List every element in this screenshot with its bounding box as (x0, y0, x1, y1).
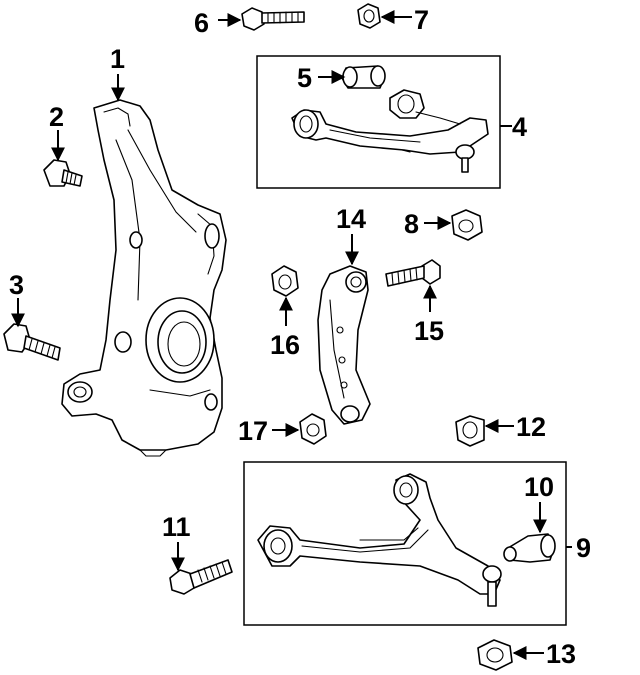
upper-arm-group-box (256, 55, 501, 189)
callout-4: 4 (512, 112, 527, 142)
lower-control-arm-part (257, 473, 502, 607)
bushing-5-part (341, 65, 386, 89)
callout-11: 11 (162, 512, 191, 542)
callout-17: 17 (238, 416, 268, 446)
callout-14: 14 (336, 204, 366, 234)
bushing-10-part (503, 533, 556, 563)
nut-12-part (455, 415, 485, 447)
callout-15: 15 (414, 316, 444, 346)
callout-5: 5 (297, 63, 312, 93)
bolt-6-part (241, 7, 305, 31)
link-arm-14-part (317, 265, 371, 425)
steering-knuckle-part (61, 99, 227, 457)
callout-12: 12 (516, 412, 546, 442)
bolt-11-part (169, 559, 233, 595)
callout-13: 13 (546, 639, 576, 669)
callout-labels: 1 2 3 4 5 6 7 8 9 10 11 12 13 14 15 16 1… (9, 5, 591, 669)
nut-7-part (357, 3, 381, 29)
callout-10: 10 (524, 472, 554, 502)
bolt-3-part (3, 323, 61, 361)
callout-1: 1 (110, 44, 125, 74)
callout-6: 6 (194, 8, 209, 38)
nut-16-part (271, 265, 299, 297)
nut-17-part (299, 413, 327, 445)
bolt-15-part (385, 259, 441, 287)
callout-8: 8 (404, 209, 419, 239)
callout-2: 2 (49, 102, 64, 132)
callout-16: 16 (270, 330, 300, 360)
nut-8-part (451, 209, 483, 241)
callout-9: 9 (576, 533, 591, 563)
lower-arm-group-box (243, 461, 567, 626)
nut-13-part (477, 639, 513, 671)
callout-7: 7 (414, 5, 429, 35)
callout-3: 3 (9, 270, 24, 300)
bolt-2-part (43, 159, 83, 187)
upper-control-arm-part (291, 89, 489, 173)
callout-leaders (11, 10, 572, 660)
